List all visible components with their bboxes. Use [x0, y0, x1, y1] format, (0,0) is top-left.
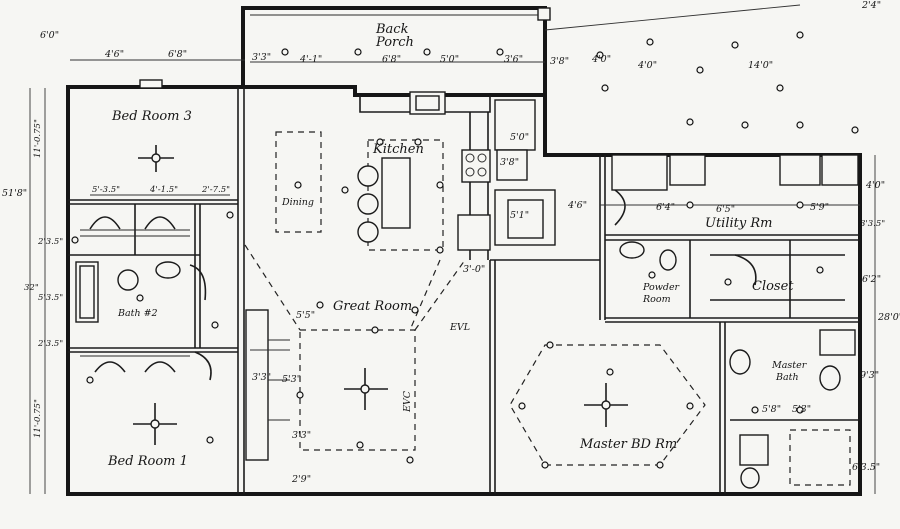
label-back-porch-2: Porch — [375, 35, 414, 50]
dim-closet-a: 5'-3.5" — [92, 185, 120, 195]
exterior-walls — [66, 6, 862, 496]
dim-ut-c: 5'9" — [810, 202, 829, 213]
kitchen-counters — [359, 91, 556, 260]
great-room — [244, 244, 466, 464]
dim-ut-b: 6'5" — [716, 204, 735, 215]
dim-evc: EVC — [402, 390, 413, 413]
dim-top-left-width: 6'0" — [40, 30, 59, 41]
dim-right-c: 6'2" — [862, 274, 881, 285]
label-great-room: Great Room — [333, 299, 412, 314]
bedroom-3 — [80, 79, 190, 237]
dim-left-d: 2'3.5" — [37, 339, 63, 349]
label-utility: Utility Rm — [705, 216, 772, 231]
bath-2 — [75, 261, 207, 323]
dim-right-e: 9'3" — [860, 370, 879, 381]
dim-right-b: 3'3.5" — [860, 219, 885, 229]
dim-left-lower: 11'-0.75" — [33, 399, 43, 438]
kitchen-island — [341, 138, 444, 254]
dim-top-h: 3'8" — [550, 56, 569, 67]
bedroom-1 — [80, 351, 212, 445]
label-bed-room-3: Bed Room 3 — [111, 109, 192, 124]
dim-right-d: 28'0" — [877, 312, 900, 323]
dim-evl: EVL — [449, 322, 470, 333]
dim-right-f: 6'3.5" — [852, 462, 880, 473]
dim-top-c: 3'3" — [252, 52, 271, 63]
label-bath-2: Bath #2 — [117, 308, 158, 319]
label-powder-1: Powder — [642, 282, 681, 293]
dim-ut-a: 6'4" — [656, 202, 675, 213]
dim-top-d: 4'-1" — [299, 54, 322, 65]
label-powder-2: Room — [642, 294, 671, 305]
dining-area — [275, 131, 322, 233]
dim-top-f: 5'0" — [440, 54, 459, 65]
master-bath — [729, 329, 856, 489]
dim-gr-c: 5'3" — [282, 374, 301, 385]
dimension-lines — [29, 4, 876, 494]
dim-kit-a: 5'0" — [510, 132, 529, 143]
dim-left-b: 5'3.5" — [38, 293, 63, 303]
dim-closet-b: 4'-1.5" — [149, 185, 178, 195]
dim-top-k: 14'0" — [748, 60, 773, 71]
dim-gr-a: 5'5" — [296, 310, 315, 321]
dim-mb-b: 5'3" — [792, 404, 811, 415]
dim-kit-c: 5'1" — [510, 210, 529, 221]
dim-top-right: 2'4" — [861, 0, 881, 11]
fixture-dots — [71, 31, 859, 444]
dim-kit-b: 3'8" — [500, 157, 519, 168]
master-bedroom — [509, 341, 706, 469]
utility-powder-closet — [611, 154, 859, 286]
label-master-bath-1: Master — [771, 360, 808, 371]
dim-right-a: 4'0" — [865, 180, 885, 191]
dim-top-g: 3'6" — [504, 54, 523, 65]
dim-mb-a: 5'8" — [762, 404, 781, 415]
back-porch — [250, 7, 551, 21]
dim-gr-e: 3'3" — [292, 430, 311, 441]
dim-top-i: 4'0" — [591, 54, 611, 65]
dim-left-a: 2'3.5" — [37, 237, 63, 247]
label-closet: Closet — [752, 279, 794, 294]
label-master-bath-2: Bath — [775, 372, 799, 383]
label-master-bd: Master BD Rm — [579, 437, 677, 452]
dim-gr-b: 3'-0" — [463, 264, 485, 275]
label-dining: Dining — [281, 197, 314, 208]
dim-left-total: 51'8" — [2, 188, 27, 199]
dim-left-upper: 11'-0.75" — [33, 119, 43, 158]
label-kitchen: Kitchen — [372, 142, 424, 157]
dim-top-e: 6'8" — [382, 54, 401, 65]
dim-top-j: 4'0" — [637, 60, 657, 71]
dim-gr-f: 2'9" — [291, 474, 311, 485]
dim-closet-c: 2'-7.5" — [201, 185, 230, 195]
dim-gr-d: 3'3" — [252, 372, 271, 383]
dim-top-a: 4'6" — [104, 49, 124, 60]
dim-kit-d: 4'6" — [567, 200, 587, 211]
interior-walls — [68, 87, 860, 494]
label-bed-room-1: Bed Room 1 — [107, 454, 188, 469]
dim-left-c: 32" — [24, 283, 39, 293]
label-back-porch-1: Back — [375, 22, 409, 37]
dim-top-b: 6'8" — [168, 49, 187, 60]
